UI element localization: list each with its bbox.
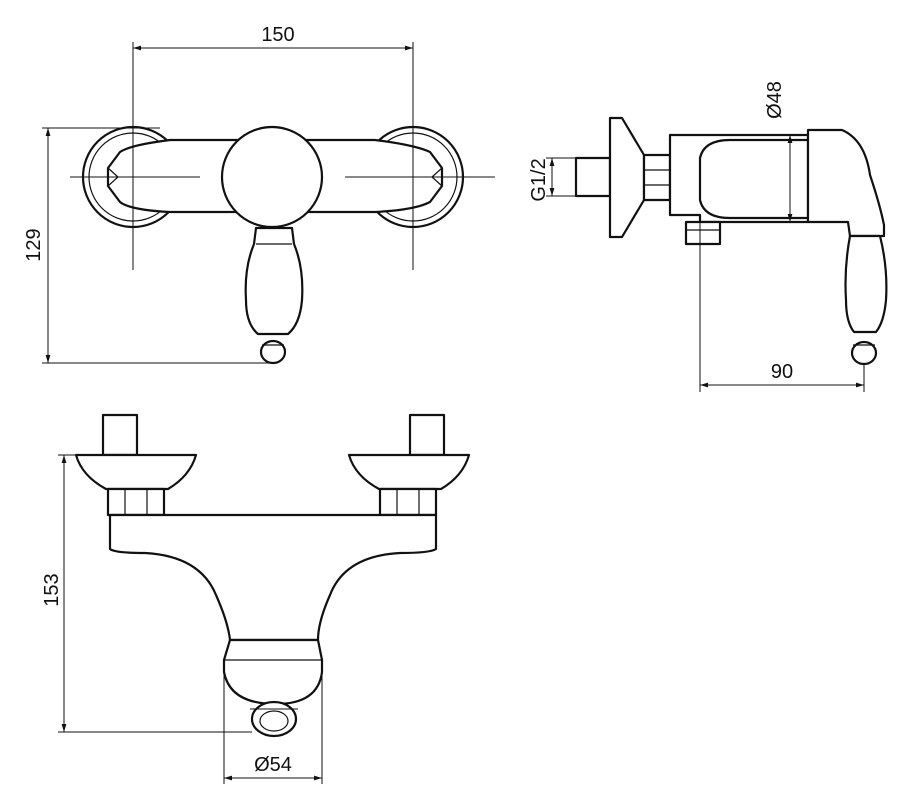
- side-wall-flange: [608, 116, 646, 239]
- front-left-flange: [74, 453, 198, 491]
- front-right-nut: [378, 487, 438, 517]
- lever-knob: [259, 339, 287, 365]
- dim-side-diameter: Ø48: [764, 81, 786, 119]
- cartridge-dome: [220, 125, 324, 229]
- front-right-flange: [347, 453, 471, 491]
- top-view: 150 129: [23, 24, 495, 365]
- side-view: Ø48 G1/2 90: [528, 81, 888, 392]
- dim-front-height: 153: [41, 573, 63, 606]
- front-right-inlet: [408, 413, 446, 457]
- front-left-inlet: [101, 413, 139, 457]
- dim-top-height: 129: [23, 228, 45, 261]
- front-view: 153 Ø54: [41, 413, 471, 784]
- side-cartridge: [698, 138, 810, 220]
- outlet-fitting: [684, 220, 722, 246]
- front-cartridge: [222, 638, 324, 706]
- dim-front-diameter: Ø54: [254, 754, 292, 776]
- side-nut: [642, 153, 672, 202]
- front-body: [108, 513, 438, 642]
- side-lever-handle: [844, 234, 888, 334]
- front-left-nut: [106, 487, 166, 517]
- dim-side-depth: 90: [771, 361, 793, 383]
- dim-side-thread: G1/2: [528, 158, 550, 201]
- inlet-pipe: [574, 156, 612, 198]
- side-lever: [806, 128, 886, 238]
- dim-top-width: 150: [261, 24, 294, 46]
